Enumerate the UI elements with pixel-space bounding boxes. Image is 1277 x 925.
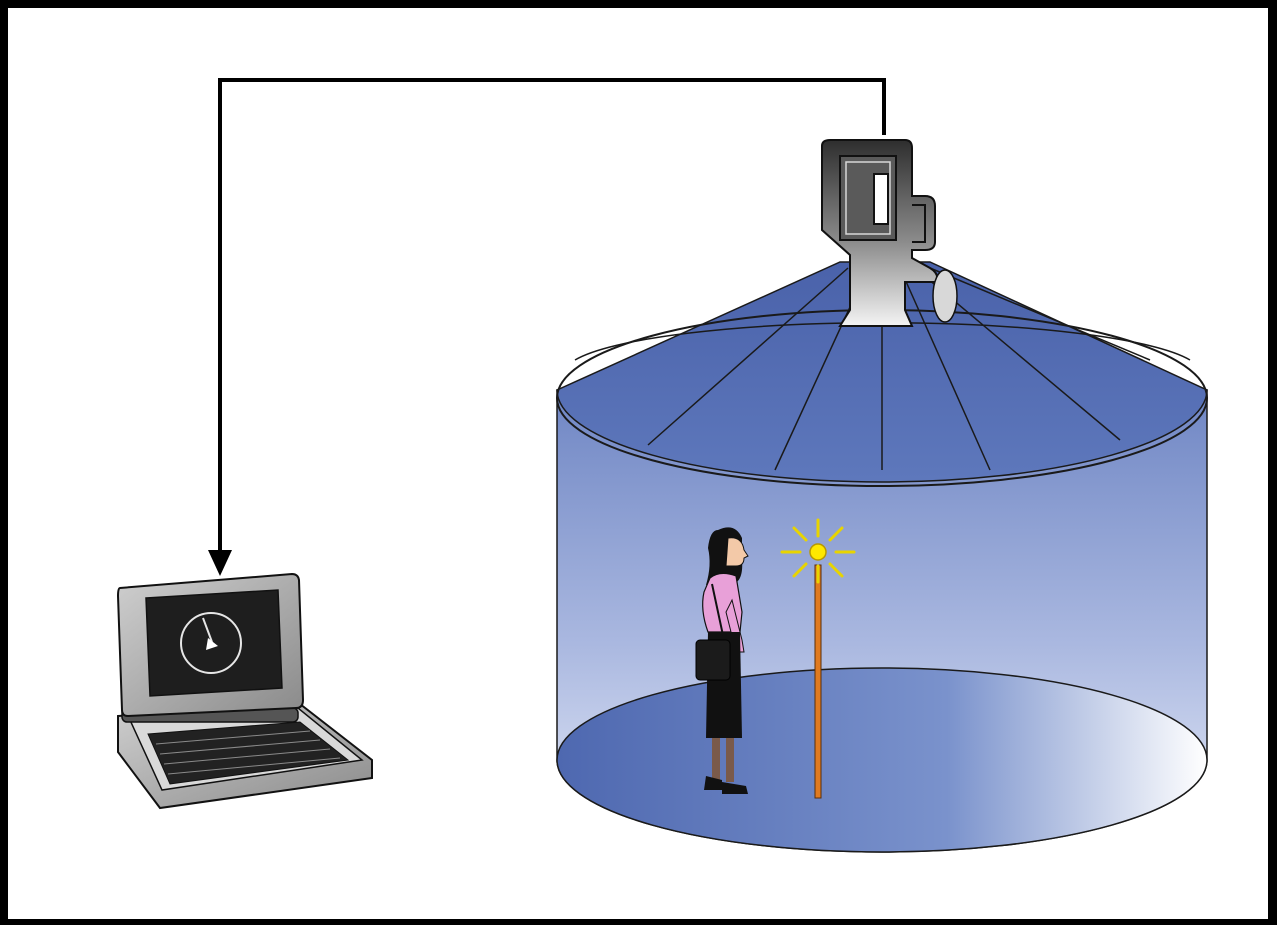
keyboard-icon <box>147 721 350 785</box>
connector-cable <box>208 78 886 576</box>
diagram-svg <box>116 78 1208 853</box>
scan-volume <box>556 261 1208 853</box>
laptop-icon <box>116 572 373 810</box>
dial-display-icon <box>180 612 242 674</box>
laser-scanner-icon <box>821 139 958 327</box>
diagram-panel <box>8 8 1268 919</box>
floor-ellipse <box>556 667 1208 853</box>
person-icon <box>695 527 749 794</box>
arrow-head-icon <box>208 550 232 576</box>
target-pole-icon <box>780 518 856 799</box>
flashing-light-icon <box>780 518 856 584</box>
